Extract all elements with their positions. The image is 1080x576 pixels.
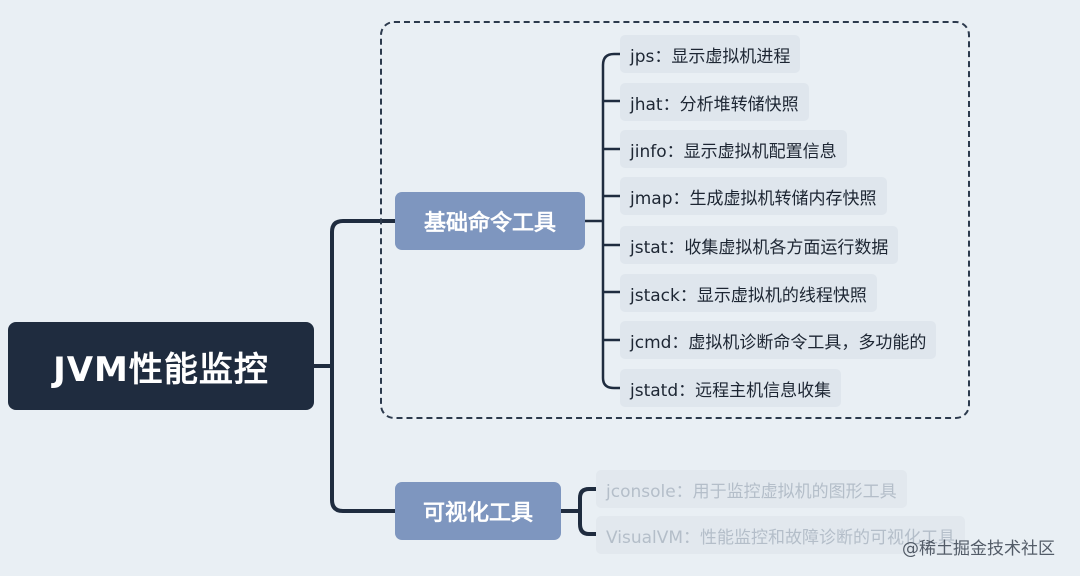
leaf-label: VisualVM：性能监控和故障诊断的可视化工具 xyxy=(606,527,956,548)
root-node-label: JVM性能监控 xyxy=(53,349,269,390)
leaf-label: jstat：收集虚拟机各方面运行数据 xyxy=(630,237,889,258)
leaf-node-jcmd[interactable]: jcmd：虚拟机诊断命令工具，多功能的 xyxy=(620,321,937,359)
branch-node-label: 可视化工具 xyxy=(422,501,533,526)
leaf-node-jstack[interactable]: jstack：显示虚拟机的线程快照 xyxy=(620,274,877,312)
leaf-node-jhat[interactable]: jhat：分析堆转储快照 xyxy=(620,83,809,121)
root-node[interactable]: JVM性能监控 xyxy=(8,322,314,410)
root-connector xyxy=(314,219,396,513)
leaf-label: jcmd：虚拟机诊断命令工具，多功能的 xyxy=(630,332,927,353)
branch1-connector xyxy=(585,52,620,390)
branch-node-basic-tools[interactable]: 基础命令工具 xyxy=(395,192,585,250)
watermark: @稀土掘金技术社区 xyxy=(902,539,1055,559)
leaf-label: jstack：显示虚拟机的线程快照 xyxy=(630,285,867,306)
branch-node-label: 基础命令工具 xyxy=(423,211,556,236)
leaf-label: jinfo：显示虚拟机配置信息 xyxy=(630,141,837,162)
leaf-node-jmap[interactable]: jmap：生成虚拟机转储内存快照 xyxy=(620,177,887,215)
leaf-node-visualvm[interactable]: VisualVM：性能监控和故障诊断的可视化工具 xyxy=(596,516,966,554)
basic-tools-group-box xyxy=(380,21,970,419)
leaf-label: jmap：生成虚拟机转储内存快照 xyxy=(630,188,877,209)
leaf-node-jinfo[interactable]: jinfo：显示虚拟机配置信息 xyxy=(620,130,847,168)
branch2-connector xyxy=(560,487,596,536)
leaf-node-jstat[interactable]: jstat：收集虚拟机各方面运行数据 xyxy=(620,226,899,264)
leaf-node-jstatd[interactable]: jstatd：远程主机信息收集 xyxy=(620,369,842,407)
leaf-label: jhat：分析堆转储快照 xyxy=(630,94,799,115)
leaf-node-jconsole[interactable]: jconsole：用于监控虚拟机的图形工具 xyxy=(596,470,907,508)
branch-node-visual-tools[interactable]: 可视化工具 xyxy=(395,482,561,540)
leaf-label: jps：显示虚拟机进程 xyxy=(630,46,791,67)
leaf-label: jconsole：用于监控虚拟机的图形工具 xyxy=(606,481,897,502)
leaf-node-jps[interactable]: jps：显示虚拟机进程 xyxy=(620,35,801,73)
leaf-label: jstatd：远程主机信息收集 xyxy=(630,380,832,401)
